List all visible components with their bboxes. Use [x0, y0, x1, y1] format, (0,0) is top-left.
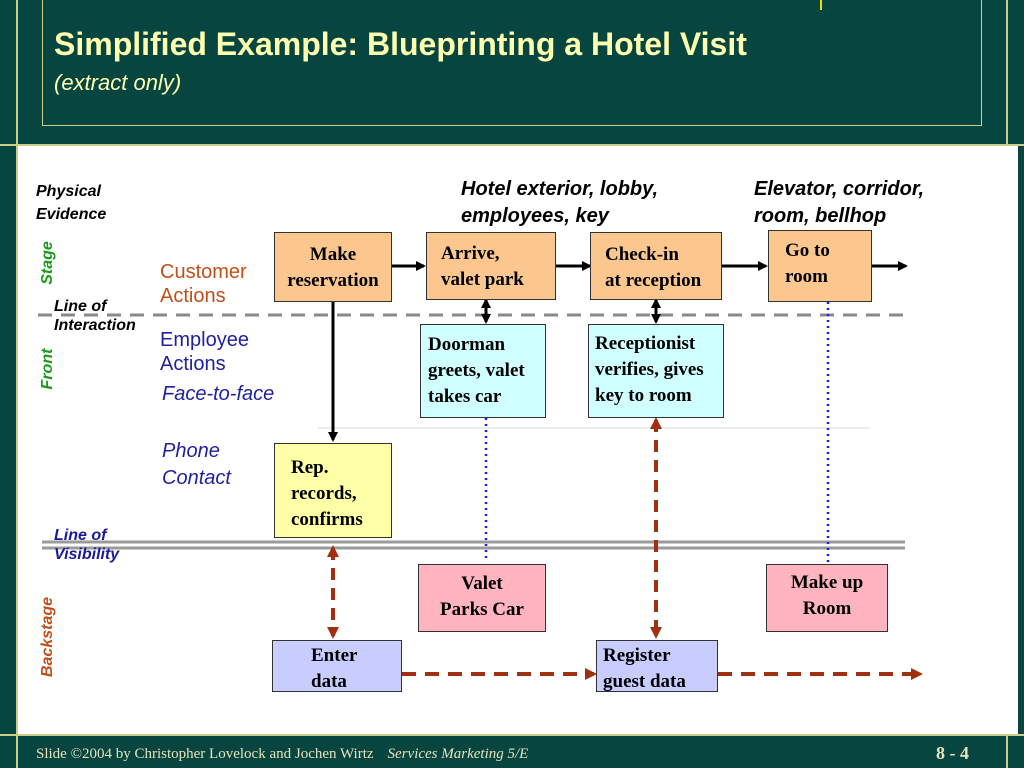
footer-credit-text: Slide ©2004 by Christopher Lovelock and … — [36, 746, 374, 762]
line-of-visibility-label: Line of Visibility — [54, 527, 120, 563]
enter-data-box: Enter data — [272, 640, 402, 692]
go-to-room-box: Go to room — [768, 230, 872, 302]
face-to-face-label: Face-to-face — [162, 383, 275, 405]
frame-rule — [0, 144, 1024, 146]
evidence-elevator-room: Elevator, corridor, room, bellhop — [754, 178, 925, 227]
frame-rule — [0, 734, 1024, 736]
footer-book-title: Services Marketing 5/E — [387, 746, 529, 762]
make-up-room-box: Make up Room — [766, 564, 888, 632]
receptionist-box: Receptionist verifies, gives key to room — [588, 324, 724, 418]
valet-parks-car-box: Valet Parks Car — [418, 564, 546, 632]
customer-actions-label: Customer Actions — [160, 261, 247, 307]
make-reservation-box: Make reservation — [274, 232, 392, 302]
slide-title: Simplified Example: Blueprinting a Hotel… — [54, 26, 747, 62]
accent-tick — [820, 0, 822, 10]
line-of-visibility — [42, 540, 905, 550]
rep-records-box: Rep. records, confirms — [274, 443, 392, 538]
check-in-box: Check-in at reception — [590, 232, 722, 300]
physical-evidence-label: Physical Evidence — [36, 183, 107, 223]
page-number: 8 - 4 — [936, 743, 969, 763]
doorman-box: Doorman greets, valet takes car — [420, 324, 546, 418]
employee-actions-label: Employee Actions — [160, 329, 249, 375]
zone-label-front: Front — [39, 348, 56, 390]
phone-contact-label: Phone Contact — [162, 440, 231, 489]
slide-subtitle: (extract only) — [54, 70, 182, 95]
register-guest-data-box: Register guest data — [596, 640, 718, 692]
arrive-valet-box: Arrive, valet park — [426, 232, 556, 300]
footer-credit: Slide ©2004 by Christopher Lovelock and … — [36, 746, 528, 763]
line-of-interaction-label: Line of Interaction — [54, 298, 136, 334]
evidence-hotel-exterior: Hotel exterior, lobby, employees, key — [461, 178, 659, 227]
zone-label-stage: Stage — [39, 241, 56, 285]
title-box — [42, 0, 982, 126]
zone-label-backstage: Backstage — [39, 596, 56, 678]
frame-rule — [16, 0, 18, 768]
